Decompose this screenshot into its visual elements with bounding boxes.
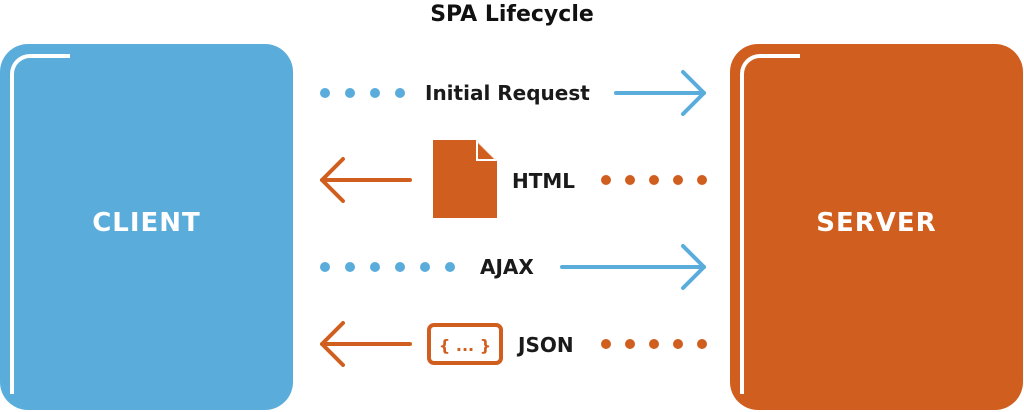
flow-html (320, 140, 707, 218)
client-label: CLIENT (92, 208, 201, 238)
arrow-left-icon (320, 157, 412, 203)
server-label: SERVER (816, 208, 937, 238)
flow-label-json: JSON (518, 333, 574, 357)
flow-label-html: HTML (512, 169, 576, 193)
flow-json: { ... } (320, 321, 707, 367)
client-box-highlight (10, 54, 70, 394)
json-braces-icon: { ... } (427, 323, 503, 365)
dotted-line (601, 175, 707, 185)
flow-label-ajax: AJAX (480, 255, 534, 279)
json-icon-text: { ... } (439, 336, 491, 355)
client-box: CLIENT (0, 44, 293, 410)
flow-ajax (320, 244, 706, 290)
dotted-line (320, 88, 405, 98)
server-box: SERVER (730, 44, 1023, 410)
dotted-line (601, 339, 707, 349)
arrow-right-icon (614, 70, 706, 116)
flow-initial-request (320, 70, 706, 116)
server-box-highlight (740, 54, 800, 394)
diagram-title: SPA Lifecycle (430, 2, 594, 27)
flow-label-initial-request: Initial Request (425, 81, 590, 105)
dotted-line (320, 262, 455, 272)
arrow-right-icon (560, 244, 706, 290)
arrow-left-icon (320, 321, 412, 367)
document-icon (433, 140, 497, 218)
